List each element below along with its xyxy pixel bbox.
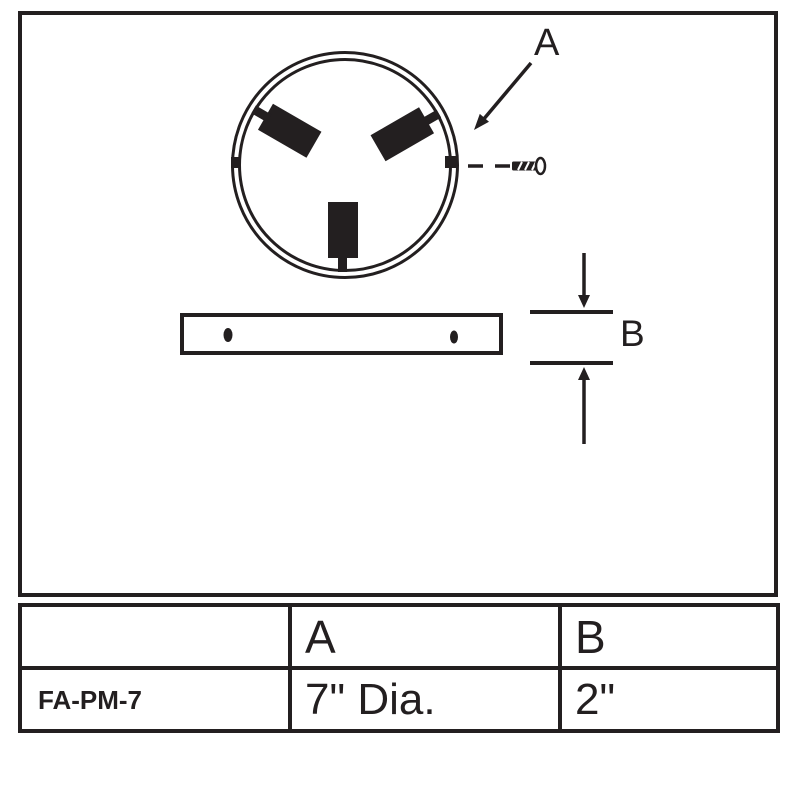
screw-icon [512, 156, 547, 176]
part-callout-a-label: A [534, 22, 560, 64]
screw-indicator [468, 156, 547, 176]
tab-pad [370, 107, 435, 162]
tab-pad [257, 103, 322, 158]
mounting-bar-side-view [180, 313, 503, 355]
cell-value-a: 7" Dia. [288, 666, 558, 729]
rim-notch-right [445, 156, 457, 168]
dim-b-arrowhead-top [578, 295, 590, 308]
dimension-b: B [530, 253, 645, 444]
leader-line-a [481, 61, 533, 122]
screw-thread-line [524, 161, 530, 171]
cell-header-a: A [288, 607, 558, 666]
mounting-plate-top-view [231, 51, 459, 279]
tab-stub [421, 109, 442, 127]
dim-b-label: B [620, 313, 645, 354]
spec-table: A B FA-PM-7 7" Dia. 2" [18, 603, 780, 733]
mounting-tab-bottom [328, 202, 358, 272]
cell-value-b: 2" [558, 666, 776, 729]
mounting-tab-upper-left [251, 103, 322, 158]
tab-stub [251, 105, 272, 123]
tab-stub [338, 254, 347, 272]
bar-outline [180, 313, 503, 355]
dim-b-arrowhead-bottom [578, 367, 590, 380]
cell-header-part [22, 607, 288, 666]
cell-part-number: FA-PM-7 [22, 666, 288, 729]
screw-head [534, 156, 547, 176]
leader-arrowhead-a [474, 113, 489, 130]
bar-hole-left [223, 328, 233, 342]
drawing-border-frame [18, 11, 778, 597]
mounting-tab-upper-right [370, 107, 442, 162]
part-callout-a: A [474, 22, 560, 130]
cell-header-b: B [558, 607, 776, 666]
bar-hole-right [450, 330, 458, 344]
tab-pad [328, 202, 358, 258]
screw-thread-line [517, 161, 523, 171]
rim-notch-left [231, 157, 241, 168]
